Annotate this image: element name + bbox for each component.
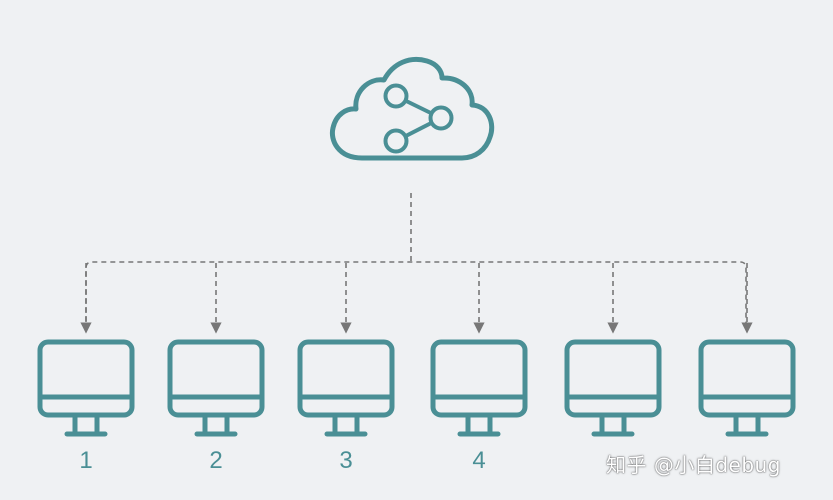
connector-lines xyxy=(85,193,747,330)
monitor-icon xyxy=(430,339,528,437)
monitor-icon xyxy=(167,339,265,437)
monitor-icon xyxy=(37,339,135,437)
monitor-icon xyxy=(564,339,662,437)
watermark-text: 知乎 @小白debug xyxy=(606,453,781,477)
computer-label: 4 xyxy=(472,447,486,474)
monitor-icon xyxy=(297,339,395,437)
cloud-share-icon xyxy=(329,56,495,161)
monitor-icon xyxy=(698,339,796,437)
monitor-group xyxy=(37,339,796,437)
computer-label: 1 xyxy=(79,447,93,474)
computer-label: 3 xyxy=(339,447,353,474)
computer-label: 2 xyxy=(209,447,223,474)
bus-connector xyxy=(85,261,747,330)
drop-connectors xyxy=(80,263,753,334)
